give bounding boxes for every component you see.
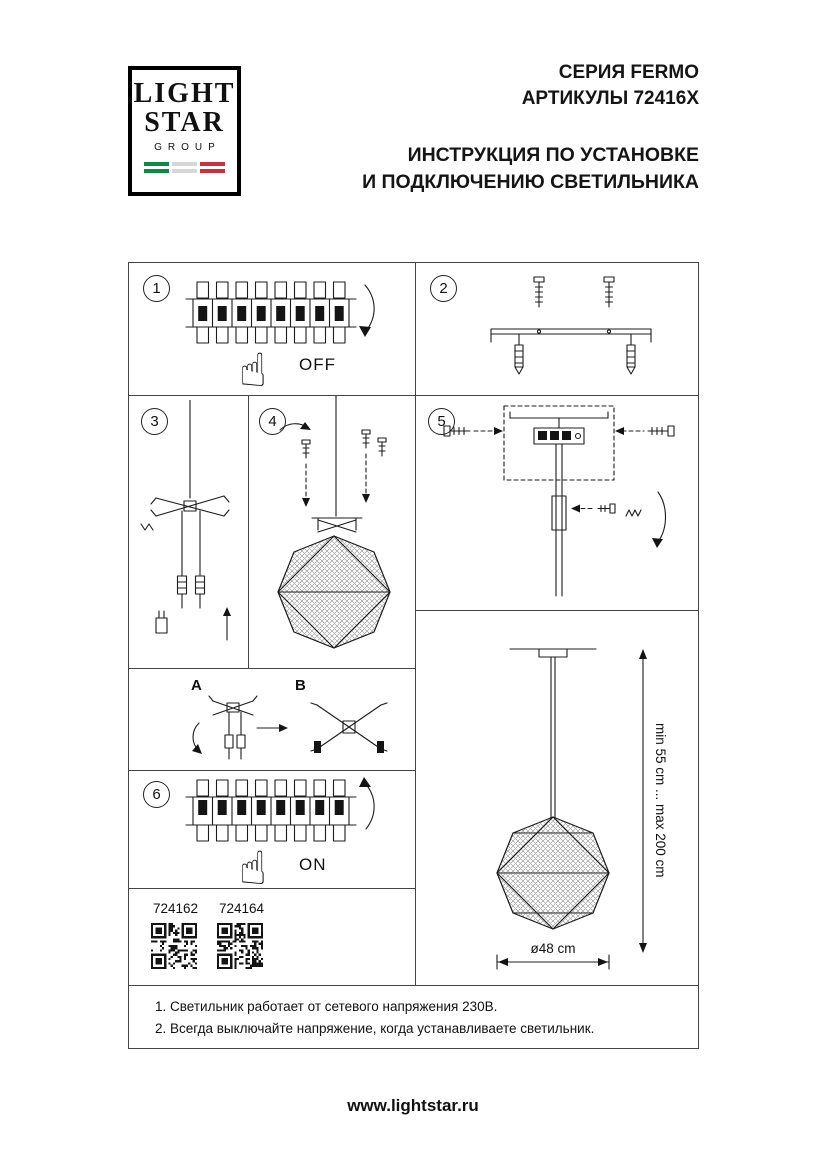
logo-word-group: GROUP (154, 142, 221, 153)
step-3-number: 3 (141, 408, 168, 435)
step-3-panel: 3 (128, 395, 249, 669)
articles-title: АРТИКУЛЫ 72416X (521, 88, 699, 109)
curved-arrow-icon (364, 782, 375, 830)
curved-arrow-icon (364, 284, 375, 332)
pendant-dimensions-diagram: min 55 cm ... max 200 cm ø48 cm (496, 648, 668, 970)
flag-segment (144, 162, 169, 166)
logo-word-light: LIGHT (133, 78, 236, 109)
flag-segment (172, 162, 197, 166)
breaker-off-diagram: ☝ (185, 281, 375, 391)
series-title: СЕРИЯ FERMO (558, 62, 699, 83)
step-2-panel: 2 (415, 262, 699, 396)
bracket-variants-panel: A B (128, 668, 416, 771)
step-6-number: 6 (143, 781, 170, 808)
flag-segment (144, 169, 169, 173)
flag-segment (172, 169, 197, 173)
step-2-number: 2 (430, 275, 457, 302)
qr-code-left (151, 923, 197, 969)
on-label: ON (299, 855, 327, 874)
step-1-panel: 1 ☝ OFF (128, 262, 416, 396)
website-url: www.lightstar.ru (347, 1096, 479, 1115)
mounting-bracket-diagram (490, 276, 652, 375)
bracket-variant-a-diagram (192, 695, 258, 760)
note-line-1: 1. Светильник работает от сетевого напря… (155, 999, 498, 1014)
canopy-mounting-diagram (443, 405, 675, 597)
step-6-panel: 6 ☝ ON (128, 770, 416, 889)
instruction-title-line2: И ПОДКЛЮЧЕНИЮ СВЕТИЛЬНИКА (362, 171, 699, 193)
note-line-2: 2. Всегда выключайте напряжение, когда у… (155, 1021, 595, 1036)
breaker-on-diagram: ☝ (185, 777, 375, 889)
article-number-left: 724162 (153, 901, 199, 916)
height-range-label: min 55 cm ... max 200 cm (653, 723, 668, 878)
safety-notes-panel: 1. Светильник работает от сетевого напря… (128, 985, 699, 1049)
ceiling-bracket-wires-diagram (140, 400, 231, 641)
shade-assembly-diagram (277, 396, 391, 649)
step-5-panel: 5 (415, 395, 699, 611)
flag-segment (200, 169, 225, 173)
article-number-right: 724164 (219, 901, 265, 916)
bracket-variant-b-diagram (310, 702, 388, 753)
arrow-right-icon (256, 724, 288, 732)
qr-code-right (217, 923, 263, 969)
article-codes-panel: 724162 724164 (128, 888, 416, 986)
instruction-title-line1: ИНСТРУКЦИЯ ПО УСТАНОВКЕ (407, 144, 699, 166)
step-4-number: 4 (259, 408, 286, 435)
pointing-hand-icon: ☝ (239, 343, 267, 391)
pointing-hand-icon: ☝ (239, 841, 267, 889)
logo-word-star: STAR (144, 107, 225, 138)
off-label: OFF (299, 355, 336, 374)
variant-a-label: A (191, 677, 202, 694)
italian-flag-icon (141, 162, 229, 173)
step-1-number: 1 (143, 275, 170, 302)
step-4-panel: 4 (248, 395, 416, 669)
curved-arrow-icon (657, 491, 667, 543)
diameter-label: ø48 cm (530, 941, 575, 956)
pendant-dimensions-panel: min 55 cm ... max 200 cm ø48 cm (415, 610, 699, 986)
variant-b-label: B (295, 677, 306, 694)
lightstar-logo: LIGHT STAR GROUP (128, 66, 241, 196)
flag-segment (200, 162, 225, 166)
